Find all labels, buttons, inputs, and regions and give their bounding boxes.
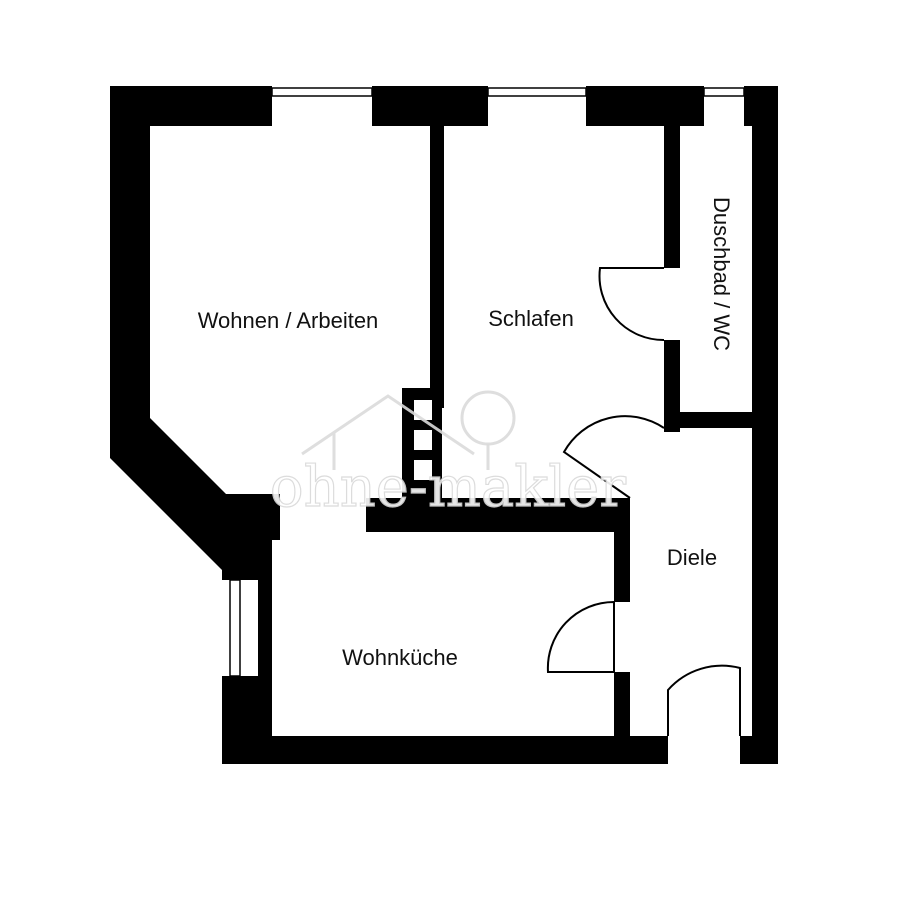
watermark-text: ohne-makler <box>270 455 626 520</box>
interior-walls <box>222 126 778 736</box>
room-label-duschbad: Duschbad / WC <box>709 197 734 351</box>
room-label-wohnen: Wohnen / Arbeiten <box>198 308 379 333</box>
wall-bottom-right <box>740 736 778 764</box>
room-label-diele: Diele <box>667 545 717 570</box>
wall-horizontal-middle <box>366 498 628 532</box>
wall-horizontal-middle-left <box>222 494 280 540</box>
wall-left-upper <box>110 86 150 458</box>
window-top-left <box>271 87 373 97</box>
windows <box>229 87 745 677</box>
wall-schlafen-bad-lower <box>664 340 680 432</box>
wall-bad-bottom <box>664 412 778 428</box>
wall-left-lower-inner <box>258 540 272 764</box>
wall-top-right-segment <box>586 86 704 126</box>
flue-3 <box>414 460 432 480</box>
window-top-right <box>703 87 745 97</box>
door-kueche-diele-arc <box>546 600 615 673</box>
wall-top-middle-segment <box>372 86 488 126</box>
room-labels: Wohnen / Arbeiten Schlafen Duschbad / WC… <box>198 197 734 670</box>
window-top-middle <box>487 87 587 97</box>
doors <box>546 267 741 736</box>
door-entrance-arc <box>667 664 741 736</box>
wall-wohnen-schlafen <box>430 126 444 408</box>
room-label-schlafen: Schlafen <box>488 306 574 331</box>
room-label-wohnkueche: Wohnküche <box>342 645 458 670</box>
house-icon <box>301 394 475 470</box>
wall-schlafen-bad <box>664 126 680 268</box>
flue-2 <box>414 430 432 450</box>
chimney-flues <box>414 400 432 480</box>
wall-kueche-diele-upper <box>614 498 630 602</box>
door-schlafen-bad-arc <box>598 267 665 342</box>
watermark: ohne-makler <box>269 390 627 521</box>
wall-bottom-left <box>222 736 668 764</box>
door-diele-top-arc <box>562 415 665 499</box>
window-left <box>229 579 241 677</box>
wall-kueche-diele-lower <box>614 672 630 736</box>
tree-icon <box>460 390 516 446</box>
